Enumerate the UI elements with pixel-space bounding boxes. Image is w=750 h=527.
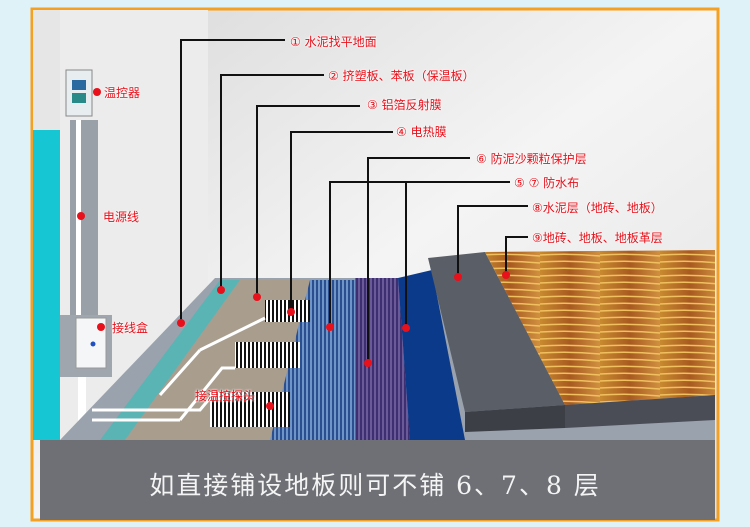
waterproof-layer [398,270,465,440]
layer-label-8: ⑧水泥层（地砖、地板） [532,201,663,215]
leader-lines [180,39,528,363]
cement-layer [428,252,565,412]
layer-label-2: ② 挤塑板、苯板（保温板） [328,69,475,83]
marker-dots [77,88,510,410]
layer-label-5-7: ⑤ ⑦ 防水布 [514,176,580,190]
layer-label-3: ③ 铝箔反射膜 [367,98,442,112]
footer-note: 如直接铺设地板则可不铺 6、7、8 层 [149,471,601,500]
wood-floor [485,250,715,405]
layer-label-9: ⑨地砖、地板、地板革层 [532,231,663,245]
thermostat-label: 温控器 [104,86,141,100]
layer-label-4: ④ 电热膜 [396,125,447,139]
layer-label-1: ① 水泥找平地面 [290,35,377,49]
left-wall-teal [33,130,61,440]
heating-film-blue [270,280,355,440]
junction-box-label: 接线盒 [112,321,149,335]
power-cable-label: 电源线 [103,210,140,224]
layer-label-6: ⑥ 防泥沙颗粒保护层 [476,152,587,166]
probe-label: 接温控探头 [195,389,256,403]
base-slab [40,440,715,520]
